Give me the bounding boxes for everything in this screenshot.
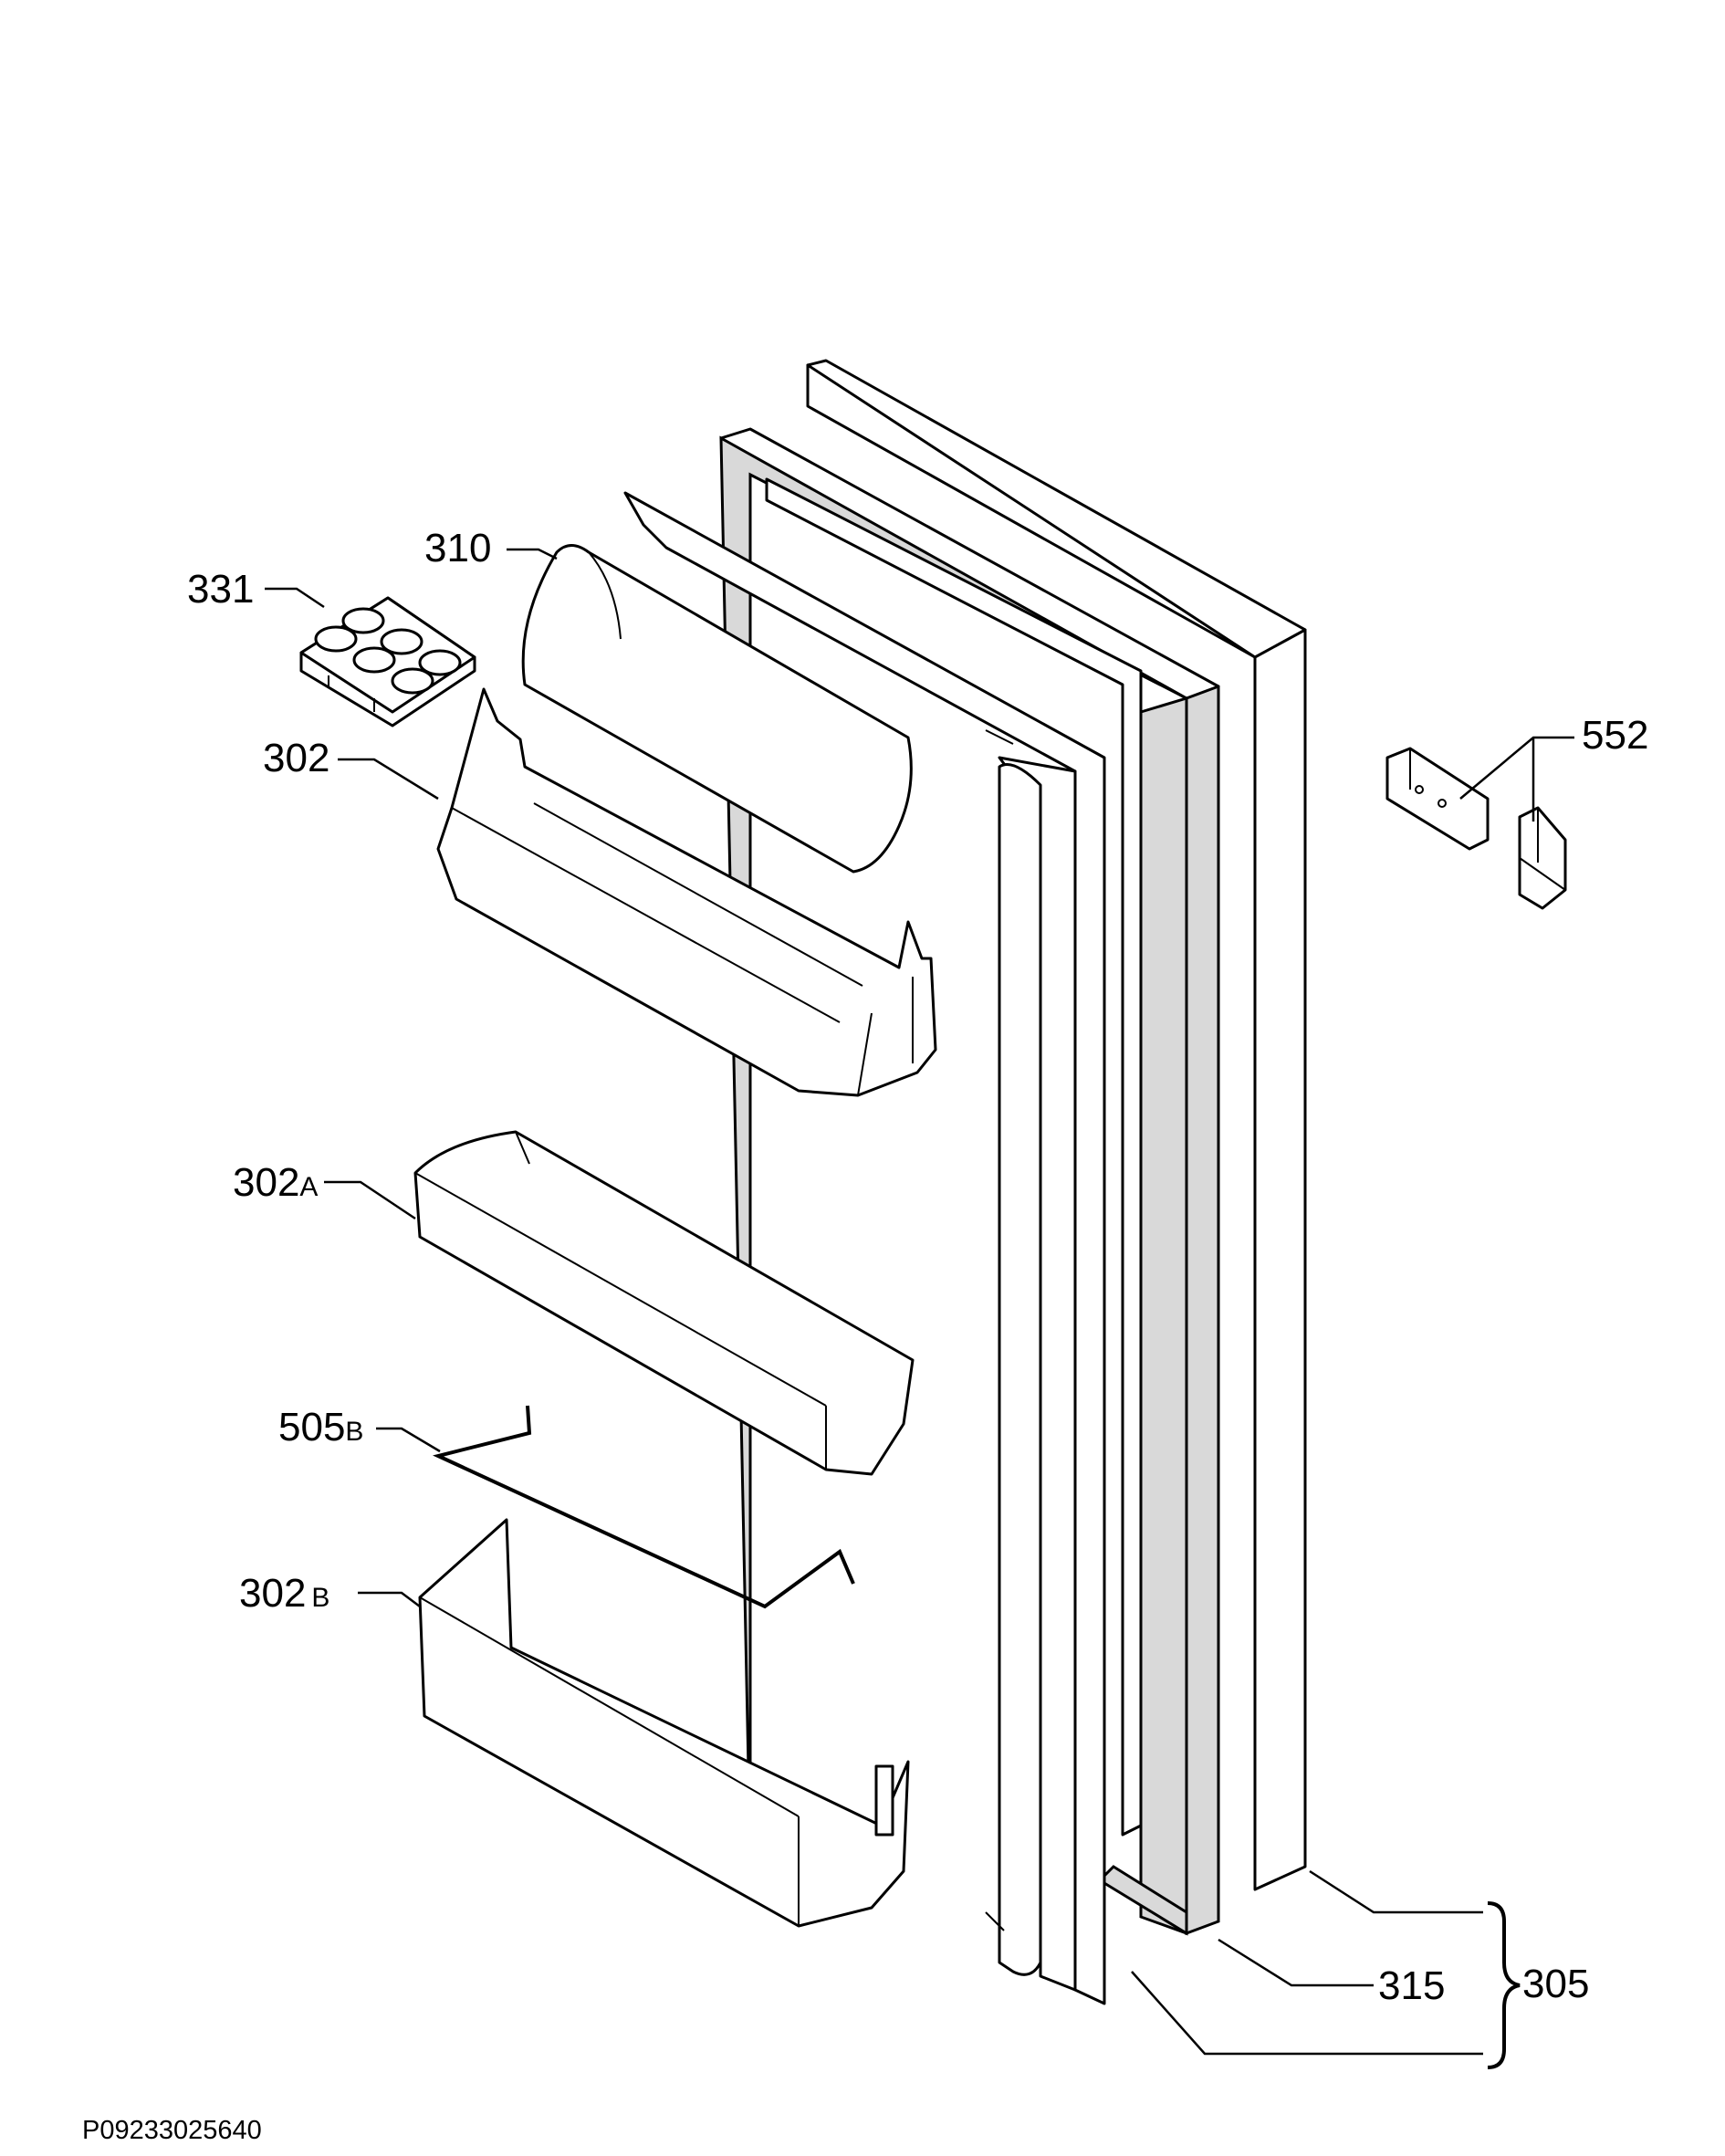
label-315: 315: [1378, 1963, 1445, 2008]
label-310: 310: [424, 526, 491, 570]
label-305: 305: [1522, 1962, 1589, 2006]
label-505b: 505B: [278, 1405, 363, 1450]
label-331: 331: [187, 567, 254, 612]
hinge-brackets: [1385, 747, 1567, 910]
door-gasket: [719, 427, 1220, 1936]
label-302: 302: [263, 736, 329, 780]
drawing-code: P09233025640: [82, 2116, 262, 2145]
inner-door-liner: [623, 491, 1106, 2005]
door-shelf-302a: [413, 1130, 915, 1476]
label-302a: 302A: [233, 1160, 318, 1205]
assembly-brace: [1487, 1901, 1521, 2069]
leader-lines: [265, 548, 1574, 2056]
door-outer-panel: [806, 359, 1307, 1891]
label-552: 552: [1582, 713, 1648, 758]
egg-tray: [299, 596, 476, 727]
dairy-compartment-lid: [521, 544, 913, 874]
door-shelf-302b: [418, 1518, 910, 1928]
door-shelf-302: [436, 687, 937, 1097]
bottle-wire-rail: [433, 1405, 855, 1609]
